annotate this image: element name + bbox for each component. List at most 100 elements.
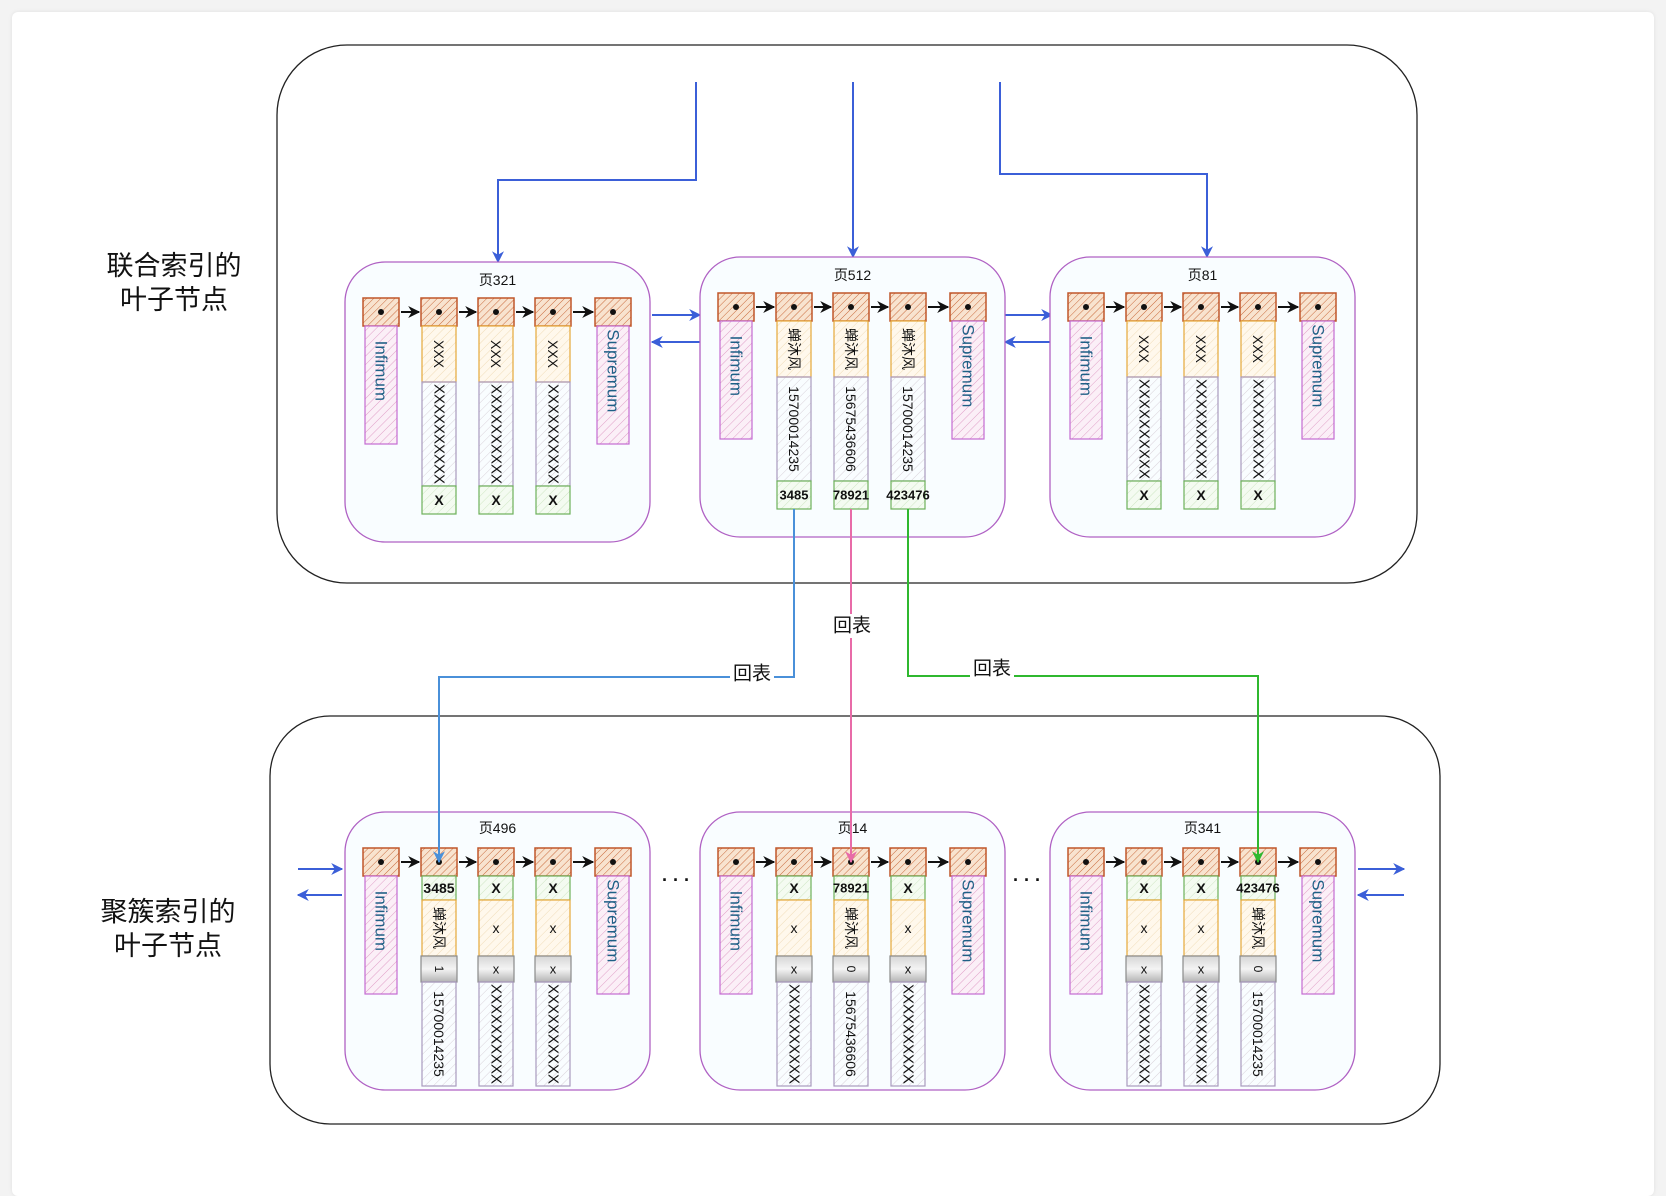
flag-value: 0 (844, 966, 858, 973)
primary-key-value: X (491, 492, 501, 508)
supremum-header (594, 847, 632, 877)
next-pointer-dot (791, 304, 797, 310)
supremum-record-label: Supremum (604, 329, 623, 412)
phone-value: 15675436606 (843, 991, 859, 1077)
primary-key-cell (535, 485, 571, 515)
next-pointer-dot (550, 309, 556, 315)
primary-key-cell (478, 485, 514, 515)
column-value: XXXXXXXXXX (545, 384, 562, 484)
primary-key-value: 78921 (833, 881, 869, 896)
name-value: x (905, 920, 912, 936)
primary-key-cell (1240, 480, 1276, 510)
column-value: XXXXXXXXXX (488, 384, 505, 484)
next-pointer-dot (1083, 304, 1089, 310)
infimum-record-body (1069, 320, 1103, 440)
infimum-record-body (719, 875, 753, 995)
lookup-line-3485 (433, 509, 795, 864)
links-layer: · · ·· · · (296, 82, 1406, 969)
next-pointer-dot (791, 859, 797, 865)
phone-value: XXXXXXXXXX (545, 984, 562, 1084)
column-cell (478, 381, 514, 487)
supremum-record-label: Supremum (959, 324, 978, 407)
name-cell (776, 899, 812, 957)
next-pointer-dot (965, 304, 971, 310)
next-pointer-dot (493, 309, 499, 315)
name-value: 蝉沐风 (843, 907, 859, 949)
next-pointer-dot (733, 304, 739, 310)
column-value: XXXXXXXXXX (1193, 379, 1210, 479)
lookup-line-423476 (907, 509, 1264, 864)
flag-value: x (493, 962, 500, 977)
name-cell (890, 899, 926, 957)
infimum-record-label: Infimum (727, 336, 746, 396)
name-value: x (493, 920, 500, 936)
next-pointer-dot (1315, 304, 1321, 310)
supremum-record-label: Supremum (604, 879, 623, 962)
phone-cell (478, 981, 514, 1087)
next-pointer-dot (1141, 304, 1147, 310)
data-record: 78921 蝉沐风 0 15675436606 (832, 847, 870, 1087)
composite-index-label: 联合索引的 叶子节点 (74, 250, 274, 318)
phone-cell (535, 981, 571, 1087)
infimum-record-label: Infimum (1077, 336, 1096, 396)
phone-value: XXXXXXXXXX (1136, 984, 1153, 1084)
column-cell (1126, 376, 1162, 482)
next-pointer-dot (1255, 304, 1261, 310)
clustered-index-label: 聚簇索引的 叶子节点 (68, 896, 268, 964)
name-value: x (791, 920, 798, 936)
column-value: XXXXXXXXXX (431, 384, 448, 484)
phone-cell (421, 981, 457, 1087)
next-pointer-dot (550, 859, 556, 865)
name-value: 蝉沐风 (1250, 907, 1266, 949)
next-pointer-dot (378, 309, 384, 315)
phone-cell (1183, 981, 1219, 1087)
lookup-label-bg (730, 662, 774, 686)
next-pointer-dot (436, 309, 442, 315)
key-cell (1240, 320, 1276, 378)
supremum-record-body (596, 875, 630, 995)
column-value: 15700014235 (786, 386, 802, 472)
flag-value: 1 (432, 966, 446, 973)
name-cell (1183, 899, 1219, 957)
next-pointer-dot (610, 859, 616, 865)
lookup-label-bg (970, 657, 1014, 681)
next-pointer-dot (733, 859, 739, 865)
primary-key-cell (776, 480, 812, 510)
name-cell (1126, 899, 1162, 957)
next-pointer-dot (1198, 859, 1204, 865)
flag-value: x (1198, 962, 1205, 977)
name-value: x (1198, 920, 1205, 936)
primary-key-cell (1240, 875, 1276, 901)
primary-key-value: 3485 (423, 880, 454, 896)
primary-key-cell (421, 875, 457, 901)
supremum-record-body (1301, 320, 1335, 440)
page-title: 页81 (1188, 267, 1218, 283)
next-pointer-dot (493, 859, 499, 865)
record-header (420, 297, 458, 327)
key-cell (1126, 320, 1162, 378)
infimum-record-body (1069, 875, 1103, 995)
column-value: XXXXXXXXXX (1250, 379, 1267, 479)
key-value: XXX (488, 340, 504, 369)
clustered-label-line-1: 聚簇索引的 (100, 897, 236, 928)
supremum-header (949, 292, 987, 322)
phone-value: XXXXXXXXXX (786, 984, 803, 1084)
supremum-record-label: Supremum (959, 879, 978, 962)
name-cell (478, 899, 514, 957)
flag-value: x (1141, 962, 1148, 977)
supremum-record-body (951, 875, 985, 995)
next-pointer-dot (965, 859, 971, 865)
column-cell (833, 376, 869, 482)
name-value: 蝉沐风 (431, 907, 447, 949)
name-cell (1240, 899, 1276, 957)
